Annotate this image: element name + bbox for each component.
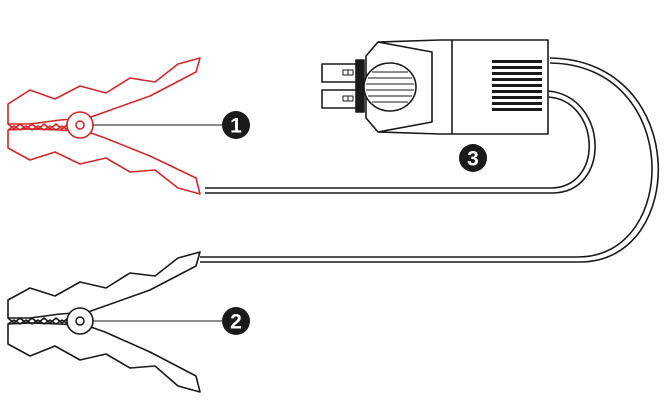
black-cable <box>200 62 653 258</box>
callout-3-label: 3 <box>467 148 479 171</box>
cable-set <box>200 57 659 263</box>
callout-1-label: 1 <box>230 115 242 138</box>
black-cable-edge <box>200 57 659 263</box>
callout-2: 2 <box>222 307 250 335</box>
smart-connector-icon <box>321 39 549 135</box>
red-cable-edge <box>205 90 596 194</box>
callout-2-label: 2 <box>230 311 242 334</box>
ec5-plug-icon <box>321 59 365 113</box>
black-clamp-icon <box>7 251 201 393</box>
callout-1: 1 <box>222 111 250 139</box>
red-clamp-icon <box>7 57 201 195</box>
callout-3: 3 <box>459 144 487 172</box>
red-cable <box>205 96 590 189</box>
